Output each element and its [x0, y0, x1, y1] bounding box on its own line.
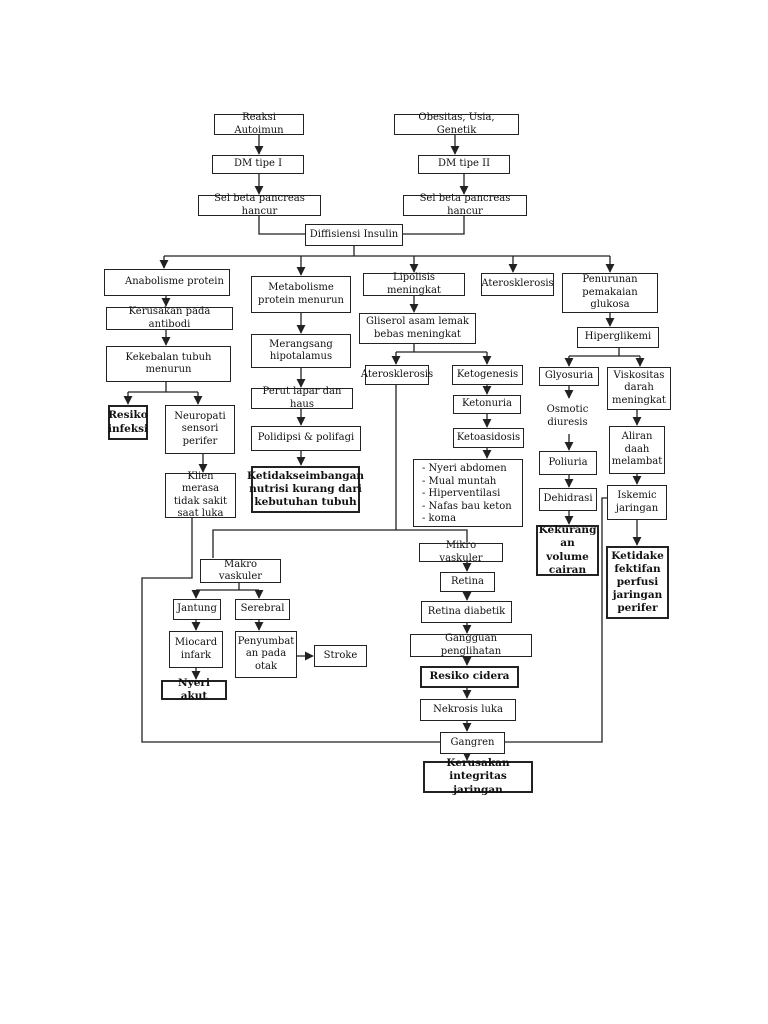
node-retina: Retina [440, 572, 495, 592]
node-metabolisme-protein: Metabolisme protein menurun [251, 276, 351, 313]
node-aliran-darah: Aliran daah melambat [609, 426, 665, 474]
node-ketidakefektifan-perfusi: Ketidake fektifan perfusi jaringan perif… [606, 546, 669, 619]
node-makro-vaskuler: Makro vaskuler [200, 559, 281, 583]
node-sel-beta-2: Sel beta pancreas hancur [403, 193, 527, 217]
node-aterosklerosis-top: Aterosklerosis [481, 273, 554, 296]
node-dm-tipe-1: DM tipe I [212, 155, 304, 174]
node-osmotic-diuresis: Osmotic diuresis [539, 399, 596, 434]
node-resiko-cidera: Resiko cidera [420, 666, 519, 688]
node-nekrosis-luka: Nekrosis luka [420, 699, 516, 721]
node-kekurangan-volume-cairan: Kekurang an volume cairan [536, 524, 599, 576]
node-ketoasidosis: Ketoasidosis [453, 428, 524, 448]
node-serebral: Serebral [235, 599, 290, 620]
node-miocard-infark: Miocard infark [169, 631, 223, 668]
node-ketogenesis: Ketogenesis [452, 365, 523, 385]
node-sel-beta-1: Sel beta pancreas hancur [198, 193, 321, 217]
node-aterosklerosis-mid: Aterosklerosis [361, 365, 433, 385]
node-gangguan-penglihatan: Gangguan penglihatan [410, 633, 532, 657]
node-kekebalan-tubuh: Kekebalan tubuh menurun [106, 346, 231, 382]
node-ketonuria: Ketonuria [453, 395, 521, 414]
node-reaksi-autoimun: Reaksi Autoimun [214, 112, 304, 136]
node-lipolisis: Lipolisis meningkat [363, 272, 465, 296]
node-polidipsi: Polidipsi & polifagi [251, 426, 361, 451]
node-anabolisme-protein: Anabolisme protein [104, 269, 230, 296]
node-merangsang-hipotalamus: Merangsang hipotalamus [251, 334, 351, 368]
node-perut-lapar: Perut lapar dan haus [251, 386, 353, 410]
node-retina-diabetik: Retina diabetik [421, 601, 512, 623]
node-dehidrasi: Dehidrasi [539, 488, 597, 511]
node-klien-merasa: Klien merasa tidak sakit saat luka [165, 471, 236, 519]
node-gliserol: Gliserol asam lemak bebas meningkat [359, 313, 476, 344]
node-defisiensi-insulin: Diffisiensi Insulin [305, 224, 403, 246]
node-obesitas-usia-genetik: Obesitas, Usia, Genetik [394, 112, 519, 136]
node-mikro-vaskuler: Mikro vaskuler [419, 540, 503, 564]
node-iskemic-jaringan: Iskemic jaringan [607, 485, 667, 520]
node-hiperglikemi: Hiperglikemi [577, 327, 659, 348]
node-stroke: Stroke [314, 645, 367, 667]
node-viskositas-darah: Viskositas darah meningkat [607, 367, 671, 410]
node-kerusakan-integritas: Kerusakan integritas jaringan [423, 757, 533, 796]
node-nyeri-akut: Nyeri akut [161, 677, 227, 702]
node-kerusakan-antibodi: Kerusakan pada antibodi [106, 306, 233, 330]
node-jantung: Jantung [173, 599, 221, 620]
node-gangren: Gangren [440, 732, 505, 754]
node-neuropati: Neuropati sensori perifer [165, 405, 235, 454]
node-dm-tipe-2: DM tipe II [418, 155, 510, 174]
node-ketidakseimbangan-nutrisi: Ketidakseimbangan nutrisi kurang dari ke… [247, 466, 364, 513]
node-penyumbatan-otak: Penyumbat an pada otak [235, 631, 297, 678]
node-penurunan-glukosa: Penurunan pemakaian glukosa [562, 273, 658, 313]
node-gejala-ketoasidosis: - Nyeri abdomen - Mual muntah - Hiperven… [413, 459, 523, 527]
node-poliuria: Poliuria [539, 451, 597, 475]
node-resiko-infeksi: Resiko infeksi [108, 405, 148, 440]
node-glyosuria: Glyosuria [539, 367, 599, 386]
